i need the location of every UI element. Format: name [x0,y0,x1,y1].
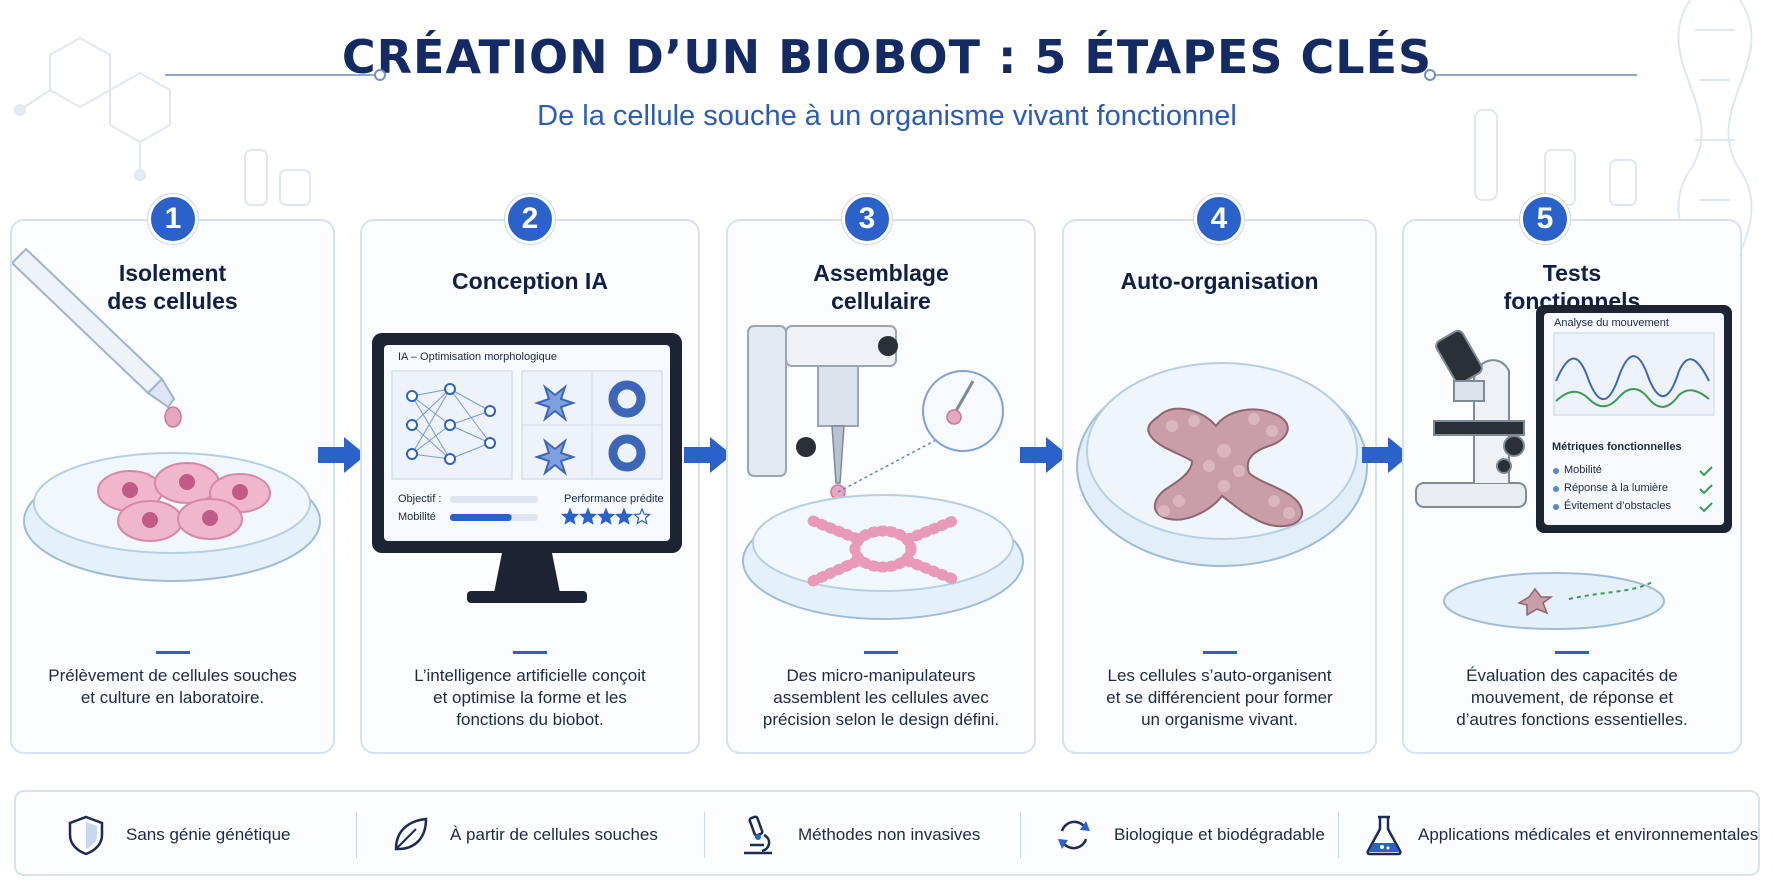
step-4-number-badge: 4 [1194,194,1244,244]
step-1-separator [155,651,190,654]
rating-star-filled [596,507,616,525]
step-5-description: Évaluation des capacités de mouvement, d… [1414,665,1730,731]
micromanipulator-illustration [742,325,1024,620]
feature-label: Méthodes non invasives [798,825,981,844]
step-1-description: Prélèvement de cellules souches et cultu… [22,665,323,709]
metrics-title: Métriques fonctionnelles [1552,441,1682,453]
shield-icon [68,815,104,856]
rating-star-empty [632,507,652,525]
step-1-title-line2: des cellules [107,288,238,314]
functional-tests-illustration [1415,305,1732,630]
step-5-number-badge: 5 [1520,194,1570,244]
ai-screen-header: IA – Optimisation morphologique [398,351,557,363]
step-2-title-line1: Conception IA [452,268,608,294]
feature-item: À partir de cellules souches [388,792,658,878]
ai-mobility-label: Mobilité [398,511,436,523]
page-subtitle: De la cellule souche à un organisme viva… [537,100,1237,132]
step-3-title: Assemblage cellulaire [728,259,1034,315]
step-3-desc-line3: précision selon le design défini. [762,710,1000,729]
step-3-number-badge: 3 [842,194,892,244]
performance-rating-stars [560,507,652,525]
analysis-screen-header: Analyse du mouvement [1554,317,1669,329]
ai-monitor-illustration [372,333,682,603]
step-3-desc-line1: Des micro-manipulateurs [786,666,976,685]
feature-item: Biologique et biodégradable [1052,792,1325,878]
self-organizing-biobot-illustration [1076,362,1368,567]
flask-icon [1366,815,1402,856]
step-5-desc-line1: Évaluation des capacités de [1466,666,1678,685]
metric-item: Réponse à la lumière [1564,482,1668,494]
step-2-desc-line1: L’intelligence artificielle conçoit [414,666,646,685]
step-1-number-badge: 1 [148,194,198,244]
step-1-title-line1: Isolement [118,260,227,286]
step-3-title-line2: cellulaire [831,288,931,314]
step-card-5: Tests fonctionnels Analyse du mo [1402,219,1742,754]
step-arrow-1 [318,437,366,473]
step-1-title: Isolement des cellules [12,259,333,315]
step-4-desc-line3: un organisme vivant. [1141,710,1298,729]
step-card-3: Assemblage cellulaire Des micro-manipula… [726,219,1036,754]
step-card-1: Isolement des cellules Prélèvement de ce… [10,219,335,754]
page-title: CRÉATION D’UN BIOBOT : 5 ÉTAPES CLÉS [341,30,1433,84]
feature-divider [704,812,705,858]
step-1-desc-line1: Prélèvement de cellules souches [48,666,297,685]
feature-label: Sans génie génétique [126,825,291,844]
ai-objective-label: Objectif : [398,493,442,505]
rating-star-filled [560,507,580,525]
step-arrow-2 [684,437,732,473]
title-divider-left [165,74,380,76]
step-arrow-3 [1020,437,1068,473]
microscope-icon [744,815,772,855]
step-5-title-line1: Tests [1542,260,1602,286]
title-divider-dot-left [374,69,386,81]
rating-star-filled [578,507,598,525]
rating-star-filled [614,507,634,525]
feature-divider [356,812,357,858]
step-5-desc-line2: mouvement, de réponse et [1470,688,1674,707]
title-divider-right [1432,74,1637,76]
step-2-separator [513,651,547,654]
step-3-description: Des micro-manipulateurs assemblent les c… [738,665,1024,731]
step-4-separator [1202,651,1237,654]
metric-item: Évitement d’obstacles [1564,500,1671,512]
feature-item: Applications médicales et environnementa… [1362,792,1758,878]
step-4-title: Auto-organisation [1064,267,1375,295]
step-2-desc-line2: et optimise la forme et les [433,688,627,707]
step-2-number-badge: 2 [505,194,555,244]
step-4-description: Les cellules s’auto-organisent et se dif… [1074,665,1365,731]
feature-item: Méthodes non invasives [736,792,980,878]
step-4-desc-line1: Les cellules s’auto-organisent [1107,666,1332,685]
step-3-separator [864,651,898,654]
step-4-desc-line2: et se différencient pour former [1106,688,1333,707]
leaf-icon [394,817,428,851]
step-card-2: Conception IA [360,219,700,754]
feature-divider [1338,812,1339,858]
step-5-separator [1555,651,1589,654]
feature-label: Biologique et biodégradable [1114,825,1325,844]
step-card-4: Auto-organisation Les cellules s’auto-or… [1062,219,1377,754]
feature-label: À partir de cellules souches [450,825,658,844]
feature-label: Applications médicales et environnementa… [1418,825,1759,844]
metric-item: Mobilité [1564,464,1602,476]
mobility-progress-fill [450,514,512,521]
feature-item: Sans génie génétique [64,792,290,878]
step-2-desc-line3: fonctions du biobot. [456,710,604,729]
features-bar: Sans génie génétique À partir de cellule… [14,790,1760,876]
step-5-desc-line3: d’autres fonctions essentielles. [1456,710,1688,729]
feature-divider [1020,812,1021,858]
step-2-description: L’intelligence artificielle conçoit et o… [372,665,688,731]
step-4-title-line1: Auto-organisation [1120,268,1319,294]
step-2-title: Conception IA [362,267,698,295]
ai-performance-label: Performance prédite [564,493,664,505]
step-1-desc-line2: et culture en laboratoire. [80,688,265,707]
step-arrow-4 [1362,437,1410,473]
title-divider-dot-right [1424,69,1436,81]
step-3-desc-line2: assemblent les cellules avec [773,688,989,707]
petri-dish-cells-illustration [12,247,321,582]
step-3-title-line1: Assemblage [813,260,949,286]
recycle-icon [1058,820,1090,850]
